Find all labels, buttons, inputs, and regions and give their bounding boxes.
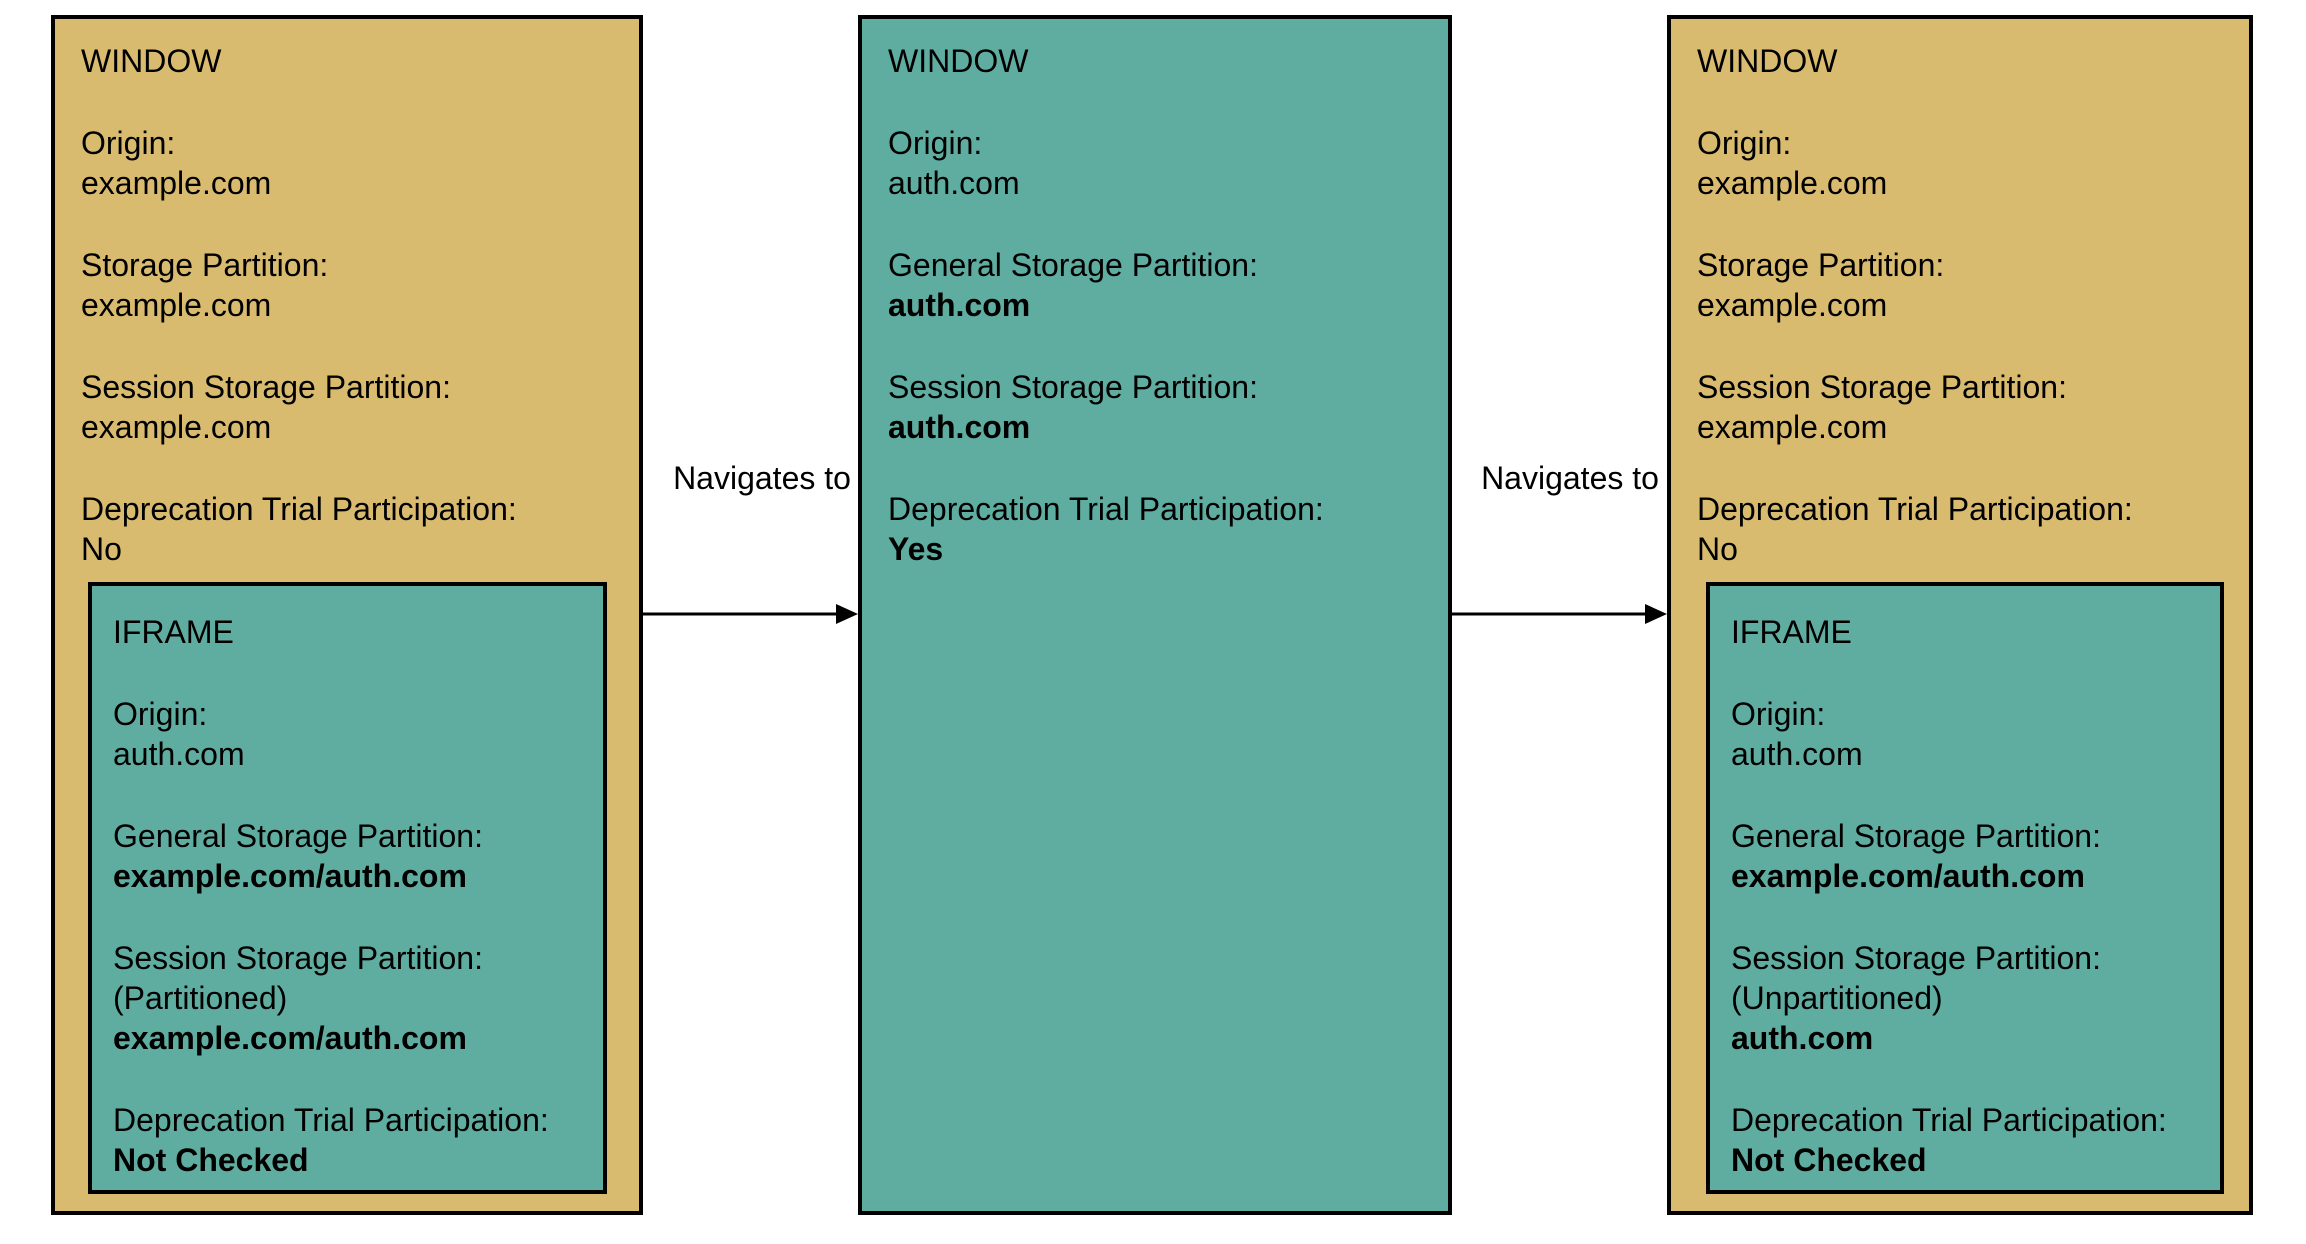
field-note: (Unpartitioned) — [1731, 980, 1943, 1016]
window-box-1: WINDOW Origin: example.com Storage Parti… — [51, 15, 643, 1215]
field-value: auth.com — [1731, 1020, 1874, 1056]
field-label: Deprecation Trial Participation: — [1731, 1102, 2167, 1138]
field-value: auth.com — [1731, 736, 1863, 772]
field-label: Storage Partition: — [81, 247, 329, 283]
iframe-1-title: IFRAME — [113, 614, 234, 650]
field-value: example.com/auth.com — [113, 1020, 467, 1056]
navigates-label-1: Navigates to — [673, 460, 851, 496]
iframe-1-field-general-storage-partition: General Storage Partition: example.com/a… — [113, 816, 589, 896]
iframe-3-title: IFRAME — [1731, 614, 1852, 650]
field-label: Session Storage Partition: — [1697, 369, 2067, 405]
window-2-field-origin: Origin: auth.com — [888, 123, 1430, 203]
window-3-field-storage-partition: Storage Partition: example.com — [1697, 245, 2231, 325]
field-value: example.com — [81, 165, 272, 201]
arrowhead-icon — [836, 604, 858, 624]
navigates-label-2: Navigates to — [1481, 460, 1659, 496]
iframe-box-1: IFRAME Origin: auth.com General Storage … — [88, 582, 607, 1194]
window-3-title: WINDOW — [1697, 43, 1838, 79]
window-1-field-session-storage-partition: Session Storage Partition: example.com — [81, 367, 621, 447]
field-label: General Storage Partition: — [888, 247, 1258, 283]
field-value: example.com/auth.com — [1731, 858, 2085, 894]
field-value: Not Checked — [1731, 1142, 1927, 1178]
field-value: auth.com — [888, 409, 1031, 445]
field-label: Origin: — [113, 696, 208, 732]
field-value: example.com/auth.com — [113, 858, 467, 894]
iframe-3-field-general-storage-partition: General Storage Partition: example.com/a… — [1731, 816, 2206, 896]
field-value: example.com — [1697, 165, 1888, 201]
field-label: Storage Partition: — [1697, 247, 1945, 283]
iframe-1-field-deprecation-trial: Deprecation Trial Participation: Not Che… — [113, 1100, 589, 1180]
field-value: auth.com — [113, 736, 245, 772]
window-box-3: WINDOW Origin: example.com Storage Parti… — [1667, 15, 2253, 1215]
field-label: Origin: — [81, 125, 176, 161]
window-2-field-session-storage-partition: Session Storage Partition: auth.com — [888, 367, 1430, 447]
window-1-field-deprecation-trial: Deprecation Trial Participation: No — [81, 489, 621, 569]
window-1-field-origin: Origin: example.com — [81, 123, 621, 203]
window-1-field-storage-partition: Storage Partition: example.com — [81, 245, 621, 325]
field-label: Deprecation Trial Participation: — [113, 1102, 549, 1138]
field-value: No — [1697, 531, 1738, 567]
field-label: Deprecation Trial Participation: — [81, 491, 517, 527]
field-note: (Partitioned) — [113, 980, 288, 1016]
field-value: example.com — [1697, 287, 1888, 323]
field-label: Deprecation Trial Participation: — [888, 491, 1324, 527]
field-value: Not Checked — [113, 1142, 309, 1178]
window-2-field-deprecation-trial: Deprecation Trial Participation: Yes — [888, 489, 1430, 569]
field-label: Session Storage Partition: — [81, 369, 451, 405]
window-1-title: WINDOW — [81, 43, 222, 79]
window-box-2: WINDOW Origin: auth.com General Storage … — [858, 15, 1452, 1215]
field-label: Session Storage Partition: — [1731, 940, 2101, 976]
field-value: example.com — [1697, 409, 1888, 445]
field-value: No — [81, 531, 122, 567]
window-2-title: WINDOW — [888, 43, 1029, 79]
field-label: Deprecation Trial Participation: — [1697, 491, 2133, 527]
iframe-1-field-origin: Origin: auth.com — [113, 694, 589, 774]
field-label: General Storage Partition: — [1731, 818, 2101, 854]
field-label: General Storage Partition: — [113, 818, 483, 854]
arrowhead-icon — [1645, 604, 1667, 624]
navigates-arrow-2 — [1452, 604, 1667, 624]
iframe-3-field-origin: Origin: auth.com — [1731, 694, 2206, 774]
iframe-1-field-session-storage-partition: Session Storage Partition: (Partitioned)… — [113, 938, 589, 1058]
field-label: Session Storage Partition: — [113, 940, 483, 976]
field-value: example.com — [81, 287, 272, 323]
window-2-field-general-storage-partition: General Storage Partition: auth.com — [888, 245, 1430, 325]
window-3-field-session-storage-partition: Session Storage Partition: example.com — [1697, 367, 2231, 447]
window-3-field-deprecation-trial: Deprecation Trial Participation: No — [1697, 489, 2231, 569]
field-label: Origin: — [888, 125, 983, 161]
field-label: Origin: — [1697, 125, 1792, 161]
iframe-3-field-deprecation-trial: Deprecation Trial Participation: Not Che… — [1731, 1100, 2206, 1180]
field-value: auth.com — [888, 165, 1020, 201]
window-3-field-origin: Origin: example.com — [1697, 123, 2231, 203]
field-label: Session Storage Partition: — [888, 369, 1258, 405]
field-value: Yes — [888, 531, 944, 567]
field-label: Origin: — [1731, 696, 1826, 732]
navigates-arrow-1 — [643, 604, 858, 624]
iframe-3-field-session-storage-partition: Session Storage Partition: (Unpartitione… — [1731, 938, 2206, 1058]
iframe-box-3: IFRAME Origin: auth.com General Storage … — [1706, 582, 2224, 1194]
field-value: example.com — [81, 409, 272, 445]
field-value: auth.com — [888, 287, 1031, 323]
